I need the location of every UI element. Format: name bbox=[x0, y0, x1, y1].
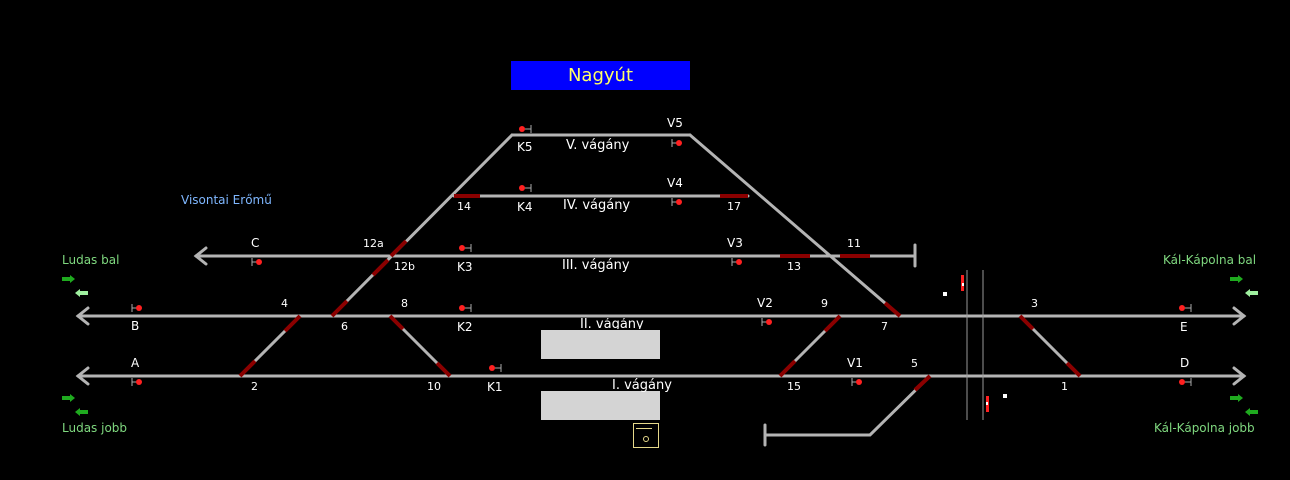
signal-c-label: C bbox=[251, 236, 260, 250]
track-i-label: I. vágány bbox=[612, 378, 672, 393]
switch-14-label: 14 bbox=[457, 200, 471, 213]
switch-segment-3[interactable] bbox=[1018, 314, 1035, 331]
track-i-arrow-right bbox=[1232, 366, 1247, 386]
ludas-bal-label: Ludas bal bbox=[62, 253, 120, 267]
signal-v5-icon[interactable] bbox=[671, 139, 682, 147]
arrow-right-green-icon bbox=[1230, 275, 1243, 283]
signal-k1-label: K1 bbox=[487, 380, 503, 394]
ludas-jobb-label: Ludas jobb bbox=[62, 421, 128, 435]
signal-k5-icon[interactable] bbox=[519, 125, 532, 133]
switch-11-label: 11 bbox=[847, 237, 861, 250]
kal-kapolna-jobb-label: Kál-Kápolna jobb bbox=[1154, 421, 1255, 435]
switch-8-label: 8 bbox=[401, 297, 408, 310]
signal-v1-icon[interactable] bbox=[851, 378, 862, 386]
switch-6-label: 6 bbox=[341, 320, 348, 333]
switch-10-label: 10 bbox=[427, 380, 441, 393]
signal-k3-label: K3 bbox=[457, 260, 473, 274]
kal-kapolna-bal-label: Kál-Kápolna bal bbox=[1163, 253, 1257, 267]
switch-segment-7[interactable] bbox=[883, 301, 902, 318]
arrow-left-lightgreen-icon bbox=[1245, 289, 1258, 297]
switch-segment-6[interactable] bbox=[330, 299, 349, 318]
switch-segment-5[interactable] bbox=[913, 374, 932, 392]
switch-4-label: 4 bbox=[281, 297, 288, 310]
switch-15-label: 15 bbox=[787, 380, 801, 393]
switch-17-label: 17 bbox=[727, 200, 741, 213]
signal-v4-label: V4 bbox=[667, 176, 683, 190]
switch-3-label: 3 bbox=[1031, 297, 1038, 310]
arrow-right-green-icon bbox=[62, 394, 75, 402]
platform-lower bbox=[541, 391, 660, 420]
switch-5-label: 5 bbox=[911, 357, 918, 370]
track-v-label: V. vágány bbox=[566, 138, 630, 153]
station-title: Nagyút bbox=[511, 61, 690, 90]
track-ii-arrow-left bbox=[75, 306, 90, 326]
signal-d-label: D bbox=[1180, 356, 1190, 370]
switch-segment-12b[interactable] bbox=[371, 258, 390, 277]
diag-right-outer[interactable] bbox=[688, 133, 902, 318]
switch-segment-1[interactable] bbox=[1065, 361, 1082, 378]
signal-k2-label: K2 bbox=[457, 320, 473, 334]
crossing-light-bottom bbox=[1003, 394, 1007, 398]
switch-segment-4[interactable] bbox=[283, 314, 302, 333]
signal-b-label: B bbox=[131, 319, 140, 333]
signal-v3-icon[interactable] bbox=[731, 258, 742, 266]
switch-12a-label: 12a bbox=[363, 237, 384, 250]
arrow-left-green-icon bbox=[75, 408, 88, 416]
switch-1-label: 1 bbox=[1061, 380, 1068, 393]
switch-segment-9[interactable] bbox=[823, 314, 842, 333]
arrow-right-green-icon bbox=[62, 275, 75, 283]
station-device-icon[interactable] bbox=[633, 423, 659, 448]
signal-v5-label: V5 bbox=[667, 116, 683, 130]
switch-segment-12a[interactable] bbox=[389, 239, 408, 258]
signal-v2-icon[interactable] bbox=[761, 318, 772, 326]
signal-v3-label: V3 bbox=[727, 236, 743, 250]
ludas-jobb-arrows[interactable] bbox=[62, 394, 88, 416]
arrow-left-lightgreen-icon bbox=[75, 289, 88, 297]
arrow-right-green-icon bbox=[1230, 394, 1243, 402]
signal-k2-icon[interactable] bbox=[459, 304, 472, 312]
track-iv-label: IV. vágány bbox=[563, 198, 631, 213]
kal-kapolna-jobb-arrows[interactable] bbox=[1230, 394, 1258, 416]
signal-a-label: A bbox=[131, 356, 140, 370]
track-iii-label: III. vágány bbox=[562, 258, 630, 273]
signal-b-icon[interactable] bbox=[131, 304, 142, 312]
track-c-arrow-left bbox=[193, 246, 208, 266]
signal-k4-label: K4 bbox=[517, 200, 533, 214]
track-i-arrow-left bbox=[75, 366, 90, 386]
track-ii-label: II. vágány bbox=[580, 318, 644, 329]
switch-2-label: 2 bbox=[251, 380, 258, 393]
switch-segment-15[interactable] bbox=[778, 359, 797, 378]
crossing-light-top bbox=[943, 292, 947, 296]
signal-k3-icon[interactable] bbox=[459, 244, 472, 252]
visontai-eromu-label: Visontai Erőmű bbox=[181, 193, 272, 207]
kal-kapolna-bal-arrows[interactable] bbox=[1230, 275, 1258, 297]
arrow-left-green-icon bbox=[1245, 408, 1258, 416]
signal-e-icon[interactable] bbox=[1179, 304, 1192, 312]
switch-7-label: 7 bbox=[881, 320, 888, 333]
signal-c-icon[interactable] bbox=[251, 258, 262, 266]
switch-12b-label: 12b bbox=[394, 260, 415, 273]
signal-d-icon[interactable] bbox=[1179, 378, 1192, 386]
signal-a-icon[interactable] bbox=[131, 378, 142, 386]
switch-9-label: 9 bbox=[821, 297, 828, 310]
ludas-bal-arrows[interactable] bbox=[62, 275, 88, 297]
siding-line[interactable] bbox=[763, 374, 932, 437]
switch-segment-2[interactable] bbox=[238, 359, 257, 378]
track-ii-arrow-right bbox=[1232, 306, 1247, 326]
switch-segment-8[interactable] bbox=[388, 314, 405, 331]
switch-segment-10[interactable] bbox=[435, 361, 452, 378]
signal-k1-icon[interactable] bbox=[489, 364, 502, 372]
signal-e-label: E bbox=[1180, 320, 1188, 334]
signal-k4-icon[interactable] bbox=[519, 184, 532, 192]
switch-13-label: 13 bbox=[787, 260, 801, 273]
signal-v4-icon[interactable] bbox=[671, 198, 682, 206]
signal-v2-label: V2 bbox=[757, 296, 773, 310]
signal-k5-label: K5 bbox=[517, 140, 533, 154]
signal-v1-label: V1 bbox=[847, 356, 863, 370]
level-crossing[interactable] bbox=[943, 270, 1007, 420]
diag-left-outer[interactable] bbox=[330, 133, 514, 318]
platform-upper bbox=[541, 330, 660, 359]
